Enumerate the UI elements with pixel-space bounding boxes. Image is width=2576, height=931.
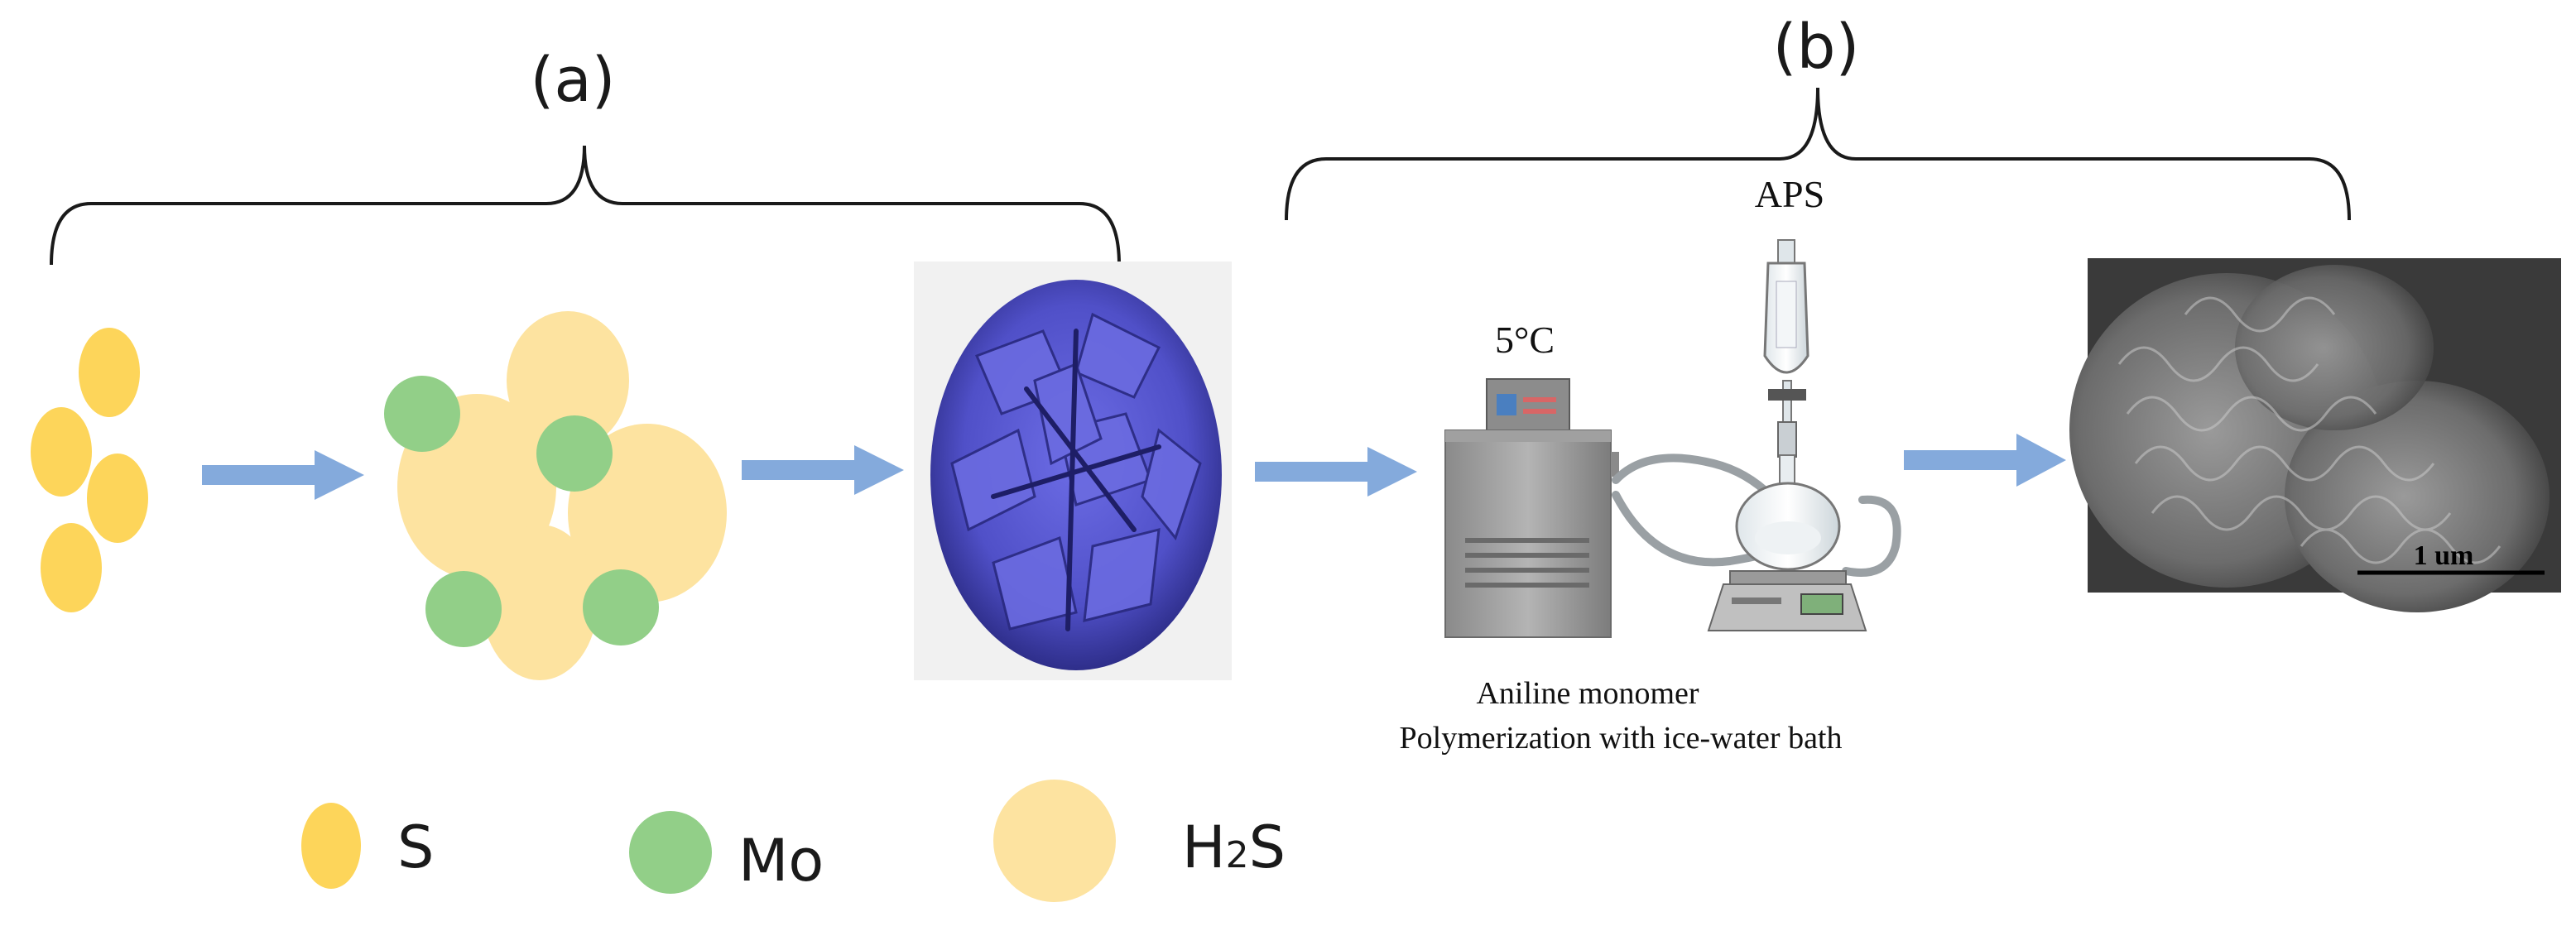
oxidant-label: APS: [1755, 173, 1824, 215]
sulfur-particle: [31, 407, 92, 497]
mo-particle: [384, 376, 460, 452]
panel-a-bracket: [50, 145, 1121, 266]
sulfur-particle: [41, 523, 102, 612]
sem-image: 1 um: [2069, 258, 2561, 612]
panel-a-label: (a): [530, 45, 615, 116]
h2s-particle: [482, 525, 598, 680]
legend-item-mo: Mo: [629, 811, 824, 895]
process-arrow: [742, 445, 904, 495]
nucleation-cluster: [384, 311, 727, 680]
mo-particle: [536, 415, 613, 492]
legend-h2s-tail: S: [1249, 813, 1286, 881]
caption-aniline: Aniline monomer: [1476, 676, 1699, 711]
magnetic-stirrer: [1707, 570, 1867, 631]
mo-particle: [425, 571, 502, 647]
panel-b-bracket: [1285, 87, 2351, 221]
scale-label: 1 um: [2414, 540, 2474, 571]
process-arrow: [1904, 434, 2066, 487]
sulfur-particle: [79, 328, 140, 417]
dropping-funnel: [1763, 239, 1809, 458]
legend-s-label: S: [397, 813, 434, 881]
legend-h2s-swatch: [993, 780, 1116, 902]
legend-mo-label: Mo: [738, 827, 824, 895]
legend: S Mo H2S: [301, 780, 1286, 902]
legend-sulfur-swatch: [301, 803, 361, 889]
cooling-bath: [1444, 378, 1619, 638]
legend-h2s-label: H2S: [1182, 813, 1286, 881]
legend-h2s-main: H: [1182, 813, 1226, 881]
reaction-flask: [1735, 454, 1841, 571]
legend-item-s: S: [301, 803, 434, 889]
legend-mo-swatch: [629, 811, 712, 894]
legend-item-h2s: H2S: [993, 780, 1286, 902]
process-arrow: [1255, 447, 1417, 497]
h2s-particle: [507, 311, 629, 450]
panel-b-label: (b): [1773, 12, 1860, 83]
mos2-flower: [914, 262, 1232, 680]
mo-particle: [583, 569, 659, 645]
process-arrow: [202, 450, 364, 500]
temperature-label: 5°C: [1495, 319, 1555, 361]
sulfur-particle: [87, 454, 148, 543]
sulfur-cluster: [31, 328, 148, 612]
legend-h2s-sub: 2: [1226, 834, 1249, 876]
caption-polymerization: Polymerization with ice-water bath: [1400, 721, 1843, 756]
